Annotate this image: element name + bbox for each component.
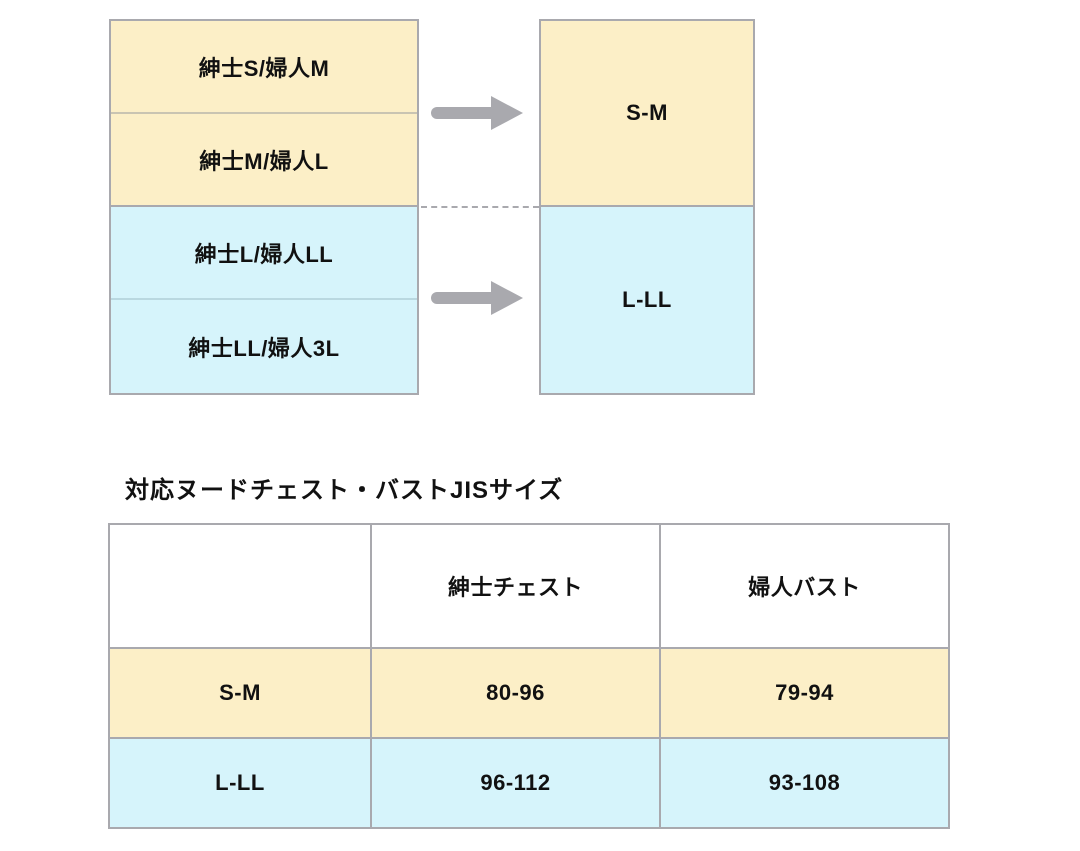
jis-table-caption: 対応ヌードチェスト・バストJISサイズ (125, 477, 564, 504)
cell-womens-bust-s-m: 79-94 (659, 647, 950, 739)
header-womens-bust: 婦人バスト (659, 523, 950, 649)
cell-size-s-m: S-M (108, 647, 372, 739)
arrow-head (491, 96, 523, 130)
jis-table-head: 紳士チェスト 婦人バスト (108, 523, 950, 649)
jis-size-table: 紳士チェスト 婦人バスト S-M 80-96 79-94 L-LL 96-112… (108, 523, 950, 829)
cell-womens-bust-l-ll: 93-108 (659, 737, 950, 829)
source-size-label-2: 紳士M/婦人L (199, 148, 329, 174)
arrow-shaft (431, 107, 497, 119)
group-divider-dashed-line (421, 206, 539, 208)
jis-table-body: S-M 80-96 79-94 L-LL 96-112 93-108 (108, 647, 950, 829)
table-row: L-LL 96-112 93-108 (108, 737, 950, 829)
arrow-shaft (431, 292, 497, 304)
merged-size-label-l-ll: L-LL (622, 287, 672, 312)
merged-size-column: S-M L-LL (539, 19, 755, 395)
merged-size-label-s-m: S-M (626, 100, 668, 125)
source-size-cell-2: 紳士M/婦人L (111, 114, 417, 207)
source-size-cell-1: 紳士S/婦人M (111, 21, 417, 114)
source-size-label-3: 紳士L/婦人LL (194, 241, 334, 267)
arrow-right-icon-to-l-ll (431, 281, 523, 315)
source-size-cell-4: 紳士LL/婦人3L (111, 300, 417, 393)
source-size-label-1: 紳士S/婦人M (198, 55, 330, 81)
arrow-head (491, 281, 523, 315)
header-mens-chest: 紳士チェスト (370, 523, 661, 649)
merged-size-cell-l-ll: L-LL (541, 207, 753, 393)
table-header-row: 紳士チェスト 婦人バスト (108, 523, 950, 649)
cell-mens-chest-l-ll: 96-112 (370, 737, 661, 829)
header-size-column (108, 523, 372, 649)
source-size-cell-3: 紳士L/婦人LL (111, 207, 417, 300)
size-mapping-diagram: 紳士S/婦人M 紳士M/婦人L 紳士L/婦人LL 紳士LL/婦人3L S-M L… (109, 19, 755, 395)
jis-size-section: 対応ヌードチェスト・バストJISサイズ 紳士チェスト 婦人バスト S-M 80-… (0, 430, 1080, 851)
table-row: S-M 80-96 79-94 (108, 647, 950, 739)
arrow-right-icon-to-s-m (431, 96, 523, 130)
cell-size-l-ll: L-LL (108, 737, 372, 829)
cell-mens-chest-s-m: 80-96 (370, 647, 661, 739)
source-size-column: 紳士S/婦人M 紳士M/婦人L 紳士L/婦人LL 紳士LL/婦人3L (109, 19, 419, 395)
merged-size-cell-s-m: S-M (541, 21, 753, 207)
source-size-label-4: 紳士LL/婦人3L (188, 335, 340, 361)
